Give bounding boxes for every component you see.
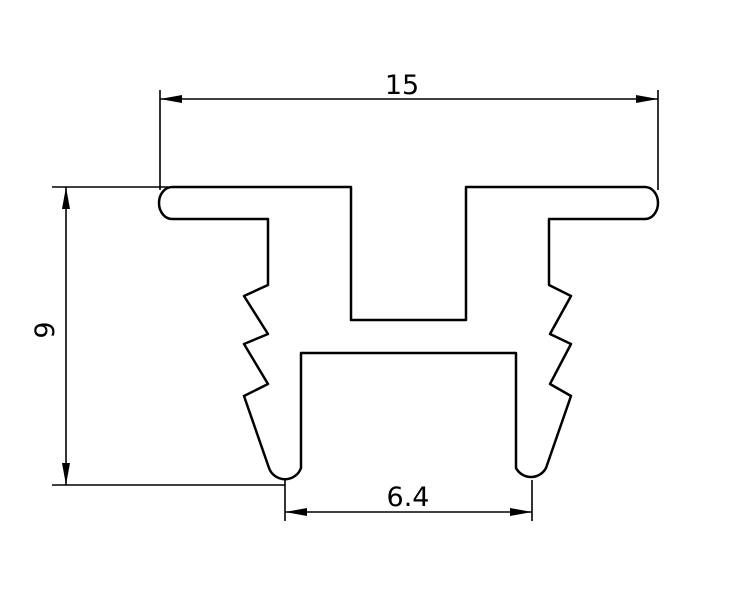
dim-height-label: 9 <box>30 321 61 338</box>
dim-height-arrow-top <box>62 187 70 209</box>
dim-width-arrow-right <box>636 95 658 103</box>
dim-opening-arrow-right <box>510 508 532 516</box>
dim-width-arrow-left <box>160 95 182 103</box>
dim-opening-arrow-left <box>285 508 307 516</box>
dim-width-label: 15 <box>385 70 419 101</box>
profile-outline <box>157 185 660 481</box>
dim-opening-label: 6.4 <box>387 482 430 513</box>
dim-height-arrow-bottom <box>62 463 70 485</box>
